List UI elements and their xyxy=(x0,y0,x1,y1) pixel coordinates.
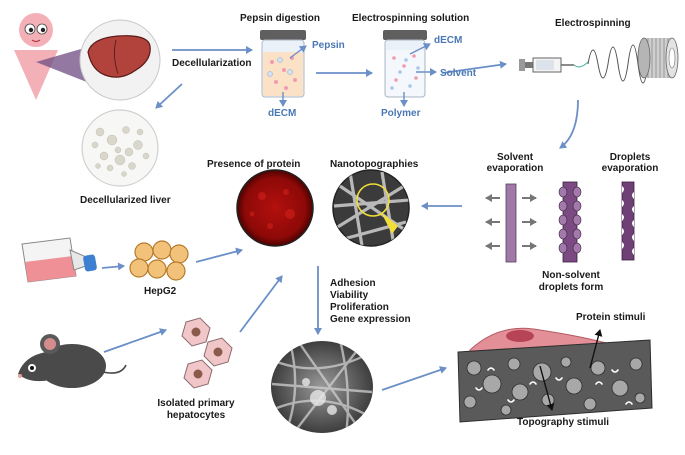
label-proliferation: Proliferation xyxy=(330,302,389,313)
label-electrospinning-solution: Electrospinning solution xyxy=(352,13,470,24)
porous-fiber xyxy=(621,181,635,261)
label-protein-stimuli: Protein stimuli xyxy=(576,312,646,323)
rotating-collector xyxy=(637,37,679,79)
label-decm-left: dECM xyxy=(268,108,297,119)
label-droplets-evaporation-2: evaporation xyxy=(601,163,659,174)
label-solvent: Solvent xyxy=(440,68,477,79)
droplet-fiber xyxy=(558,181,582,263)
label-hepg2: HepG2 xyxy=(144,286,177,297)
label-nanotopographies: Nanotopographies xyxy=(330,159,419,170)
label-electrospinning: Electrospinning xyxy=(555,18,631,29)
label-topography-stimuli: Topography stimuli xyxy=(517,417,610,428)
label-isolated-1: Isolated primary xyxy=(157,398,235,409)
label-viability: Viability xyxy=(330,290,369,301)
culture-flask-icon xyxy=(21,237,97,283)
liver-icon xyxy=(79,19,161,101)
label-decm-right: dECM xyxy=(434,35,463,46)
label-presence-of-protein: Presence of protein xyxy=(207,159,301,170)
label-isolated-2: hepatocytes xyxy=(166,410,226,421)
label-decellularized-liver: Decellularized liver xyxy=(80,195,171,206)
cell-scaffold-sem-image xyxy=(271,341,373,433)
electrospinning-solution-vial xyxy=(383,30,437,107)
mouse-icon xyxy=(18,334,127,388)
decellularized-liver-dish xyxy=(81,109,159,187)
label-solvent-evaporation-2: evaporation xyxy=(486,163,544,174)
nanotopography-sem-image xyxy=(332,169,410,247)
label-non-solvent-1: Non-solvent xyxy=(542,270,600,281)
solvent-evaporation-fiber xyxy=(485,183,537,263)
hepg2-cells-icon xyxy=(129,240,189,281)
flow-arrows xyxy=(101,46,579,391)
primary-hepatocytes-icon xyxy=(181,317,233,389)
label-polymer: Polymer xyxy=(381,108,421,119)
label-non-solvent-2: droplets form xyxy=(538,282,604,293)
protein-fluorescence-image xyxy=(236,169,314,247)
label-adhesion: Adhesion xyxy=(330,278,376,289)
syringe-icon xyxy=(519,57,589,73)
label-decellularization: Decellularization xyxy=(172,58,252,69)
label-pepsin-digestion: Pepsin digestion xyxy=(240,13,321,24)
scaffold-with-cell xyxy=(457,327,653,423)
label-pepsin: Pepsin xyxy=(312,40,345,51)
label-solvent-evaporation-1: Solvent xyxy=(496,152,534,163)
label-droplets-evaporation-1: Droplets xyxy=(609,152,651,163)
pepsin-vial xyxy=(260,30,307,107)
label-gene-expression: Gene expression xyxy=(330,314,411,325)
